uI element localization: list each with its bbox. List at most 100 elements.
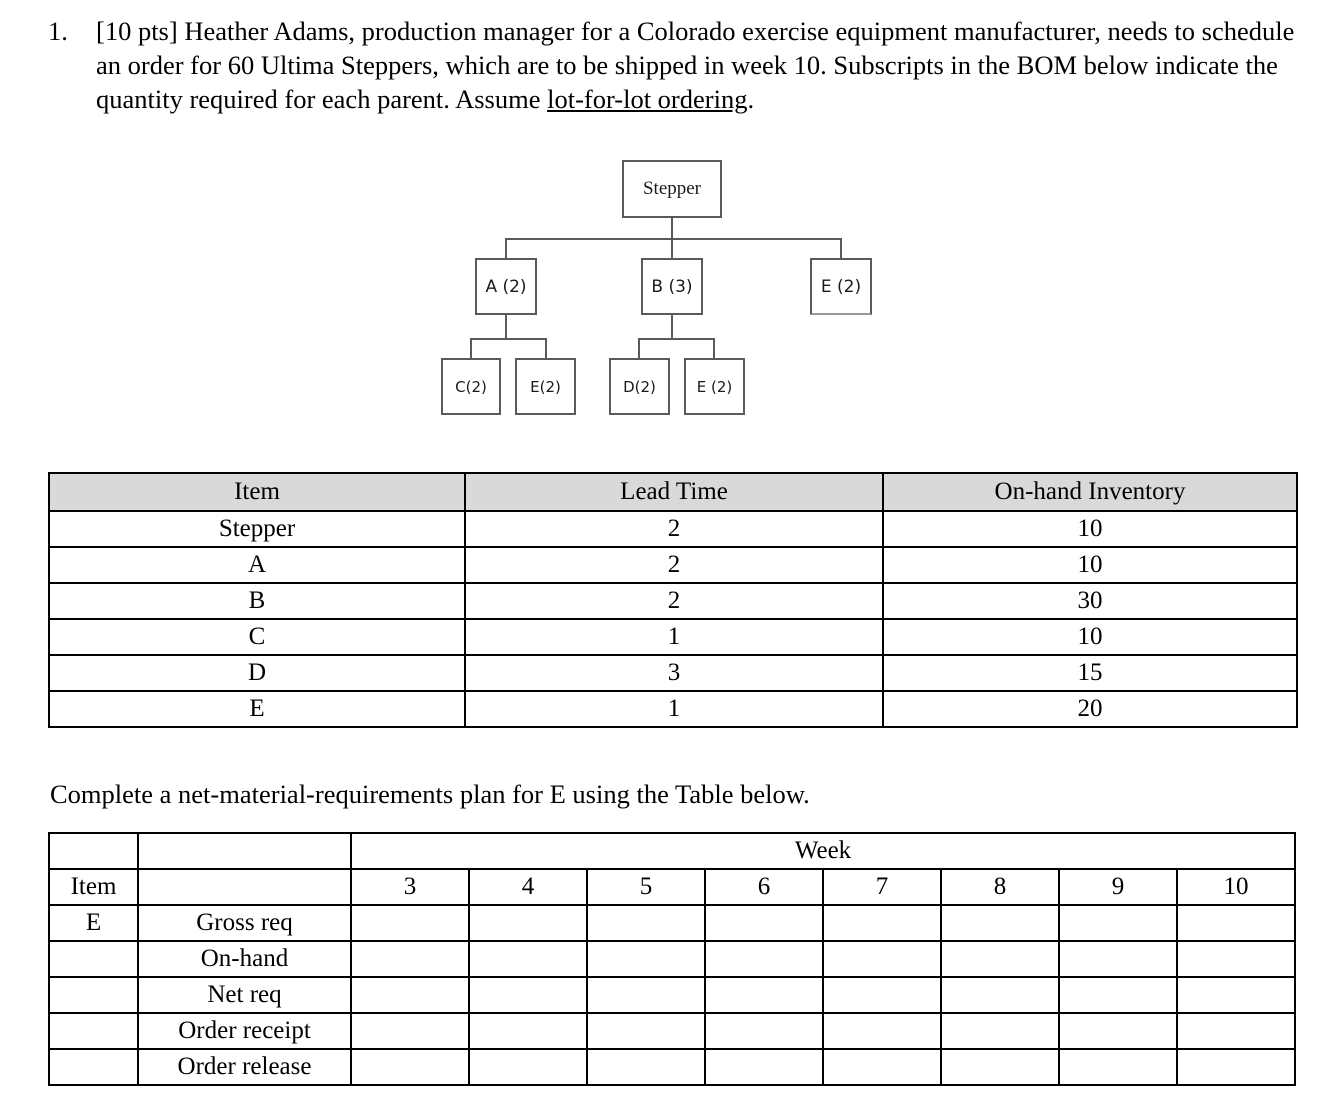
week-header-3: 3 [350,868,470,906]
cell-item: Stepper [48,510,466,548]
edge-drop-e-under-b [713,338,715,358]
cell-gross-req-w6[interactable] [704,904,824,942]
cell-order-release-w3[interactable] [350,1048,470,1086]
edge-drop-b [671,238,673,258]
cell-net-req-w10[interactable] [1175,976,1297,1014]
week-number-header-row: Item 3 4 5 6 7 8 9 10 [48,868,1297,906]
cell-order-receipt-w3[interactable] [350,1012,470,1050]
week-header-8: 8 [940,868,1060,906]
cell-order-receipt-w5[interactable] [586,1012,706,1050]
cell-gross-req-w9[interactable] [1058,904,1178,942]
cell-on-hand-w10[interactable] [1175,940,1297,978]
cell-gross-req-w8[interactable] [940,904,1060,942]
edge-b-stem [671,315,673,338]
question-body-tail: . [747,84,755,114]
cell-order-release-w8[interactable] [940,1048,1060,1086]
table-row: A 2 10 [48,546,1298,584]
bom-node-stepper: Stepper [622,160,722,218]
cell-net-req-w4[interactable] [468,976,588,1014]
cell-gross-req-w3[interactable] [350,904,470,942]
edge-root-stem [671,218,673,238]
edge-drop-d [638,338,640,358]
column-header-on-hand-inventory: On-hand Inventory [882,472,1298,512]
cell-item: B [48,582,466,620]
cell-item-code [48,976,139,1014]
week-header-9: 9 [1058,868,1178,906]
cell-net-req-w5[interactable] [586,976,706,1014]
cell-order-release-w4[interactable] [468,1048,588,1086]
table-row-order-release: Order release [48,1048,1297,1086]
net-material-requirements-table: Week Item 3 4 5 6 7 8 9 10 E Gross req [48,832,1297,1086]
cell-on-hand: 10 [882,618,1298,656]
table-row-order-receipt: Order receipt [48,1012,1297,1050]
bom-node-e-under-a: E(2) [515,358,576,415]
cell-order-release-w9[interactable] [1058,1048,1178,1086]
cell-on-hand-w5[interactable] [586,940,706,978]
cell-on-hand-w7[interactable] [822,940,942,978]
cell-lead-time: 3 [464,654,884,692]
cell-order-receipt-w9[interactable] [1058,1012,1178,1050]
column-header-item: Item [48,472,466,512]
bom-node-label: B (3) [651,276,693,297]
table-row: E 1 20 [48,690,1298,728]
cell-order-receipt-w7[interactable] [822,1012,942,1050]
cell-order-receipt-w6[interactable] [704,1012,824,1050]
cell-gross-req-w10[interactable] [1175,904,1297,942]
cell-row-label: Order receipt [137,1012,352,1050]
cell-on-hand-w8[interactable] [940,940,1060,978]
cell-order-release-w6[interactable] [704,1048,824,1086]
cell-item-code [48,1012,139,1050]
cell-lead-time: 1 [464,690,884,728]
cell-on-hand: 30 [882,582,1298,620]
week-header-7: 7 [822,868,942,906]
cell-on-hand-w6[interactable] [704,940,824,978]
cell-net-req-w7[interactable] [822,976,942,1014]
edge-drop-c [470,338,472,358]
cell-order-release-w5[interactable] [586,1048,706,1086]
cell-order-release-w7[interactable] [822,1048,942,1086]
bom-node-d: D(2) [609,358,670,415]
table-header-row: Item Lead Time On-hand Inventory [48,472,1298,512]
week-header-5: 5 [586,868,706,906]
cell-net-req-w8[interactable] [940,976,1060,1014]
week-header-4: 4 [468,868,588,906]
cell-on-hand: 10 [882,546,1298,584]
cell-on-hand-w4[interactable] [468,940,588,978]
cell-order-receipt-w10[interactable] [1175,1012,1297,1050]
cell-lead-time: 2 [464,510,884,548]
bom-node-e-under-b: E (2) [684,358,745,415]
cell-order-release-w10[interactable] [1175,1048,1297,1086]
bom-node-label: D(2) [623,377,656,396]
cell-net-req-w9[interactable] [1058,976,1178,1014]
cell-net-req-w6[interactable] [704,976,824,1014]
corner-cell-blank [48,832,139,870]
edge-drop-e-under-a [545,338,547,358]
cell-order-receipt-w4[interactable] [468,1012,588,1050]
table-row-gross-req: E Gross req [48,904,1297,942]
question-block: 1. [10 pts] Heather Adams, production ma… [48,14,1296,116]
cell-on-hand-w9[interactable] [1058,940,1178,978]
bom-node-label: E (2) [696,377,733,396]
cell-order-receipt-w8[interactable] [940,1012,1060,1050]
cell-gross-req-w5[interactable] [586,904,706,942]
cell-gross-req-w4[interactable] [468,904,588,942]
cell-row-label: Order release [137,1048,352,1086]
question-body-text: [10 pts] Heather Adams, production manag… [96,16,1295,114]
cell-item-code [48,940,139,978]
week-group-header-row: Week [48,832,1297,870]
week-header-10: 10 [1175,868,1297,906]
cell-item: C [48,618,466,656]
cell-row-label: On-hand [137,940,352,978]
item-lead-time-table: Item Lead Time On-hand Inventory Stepper… [48,472,1298,728]
cell-on-hand-w3[interactable] [350,940,470,978]
table-row-net-req: Net req [48,976,1297,1014]
cell-on-hand: 15 [882,654,1298,692]
cell-lead-time: 2 [464,582,884,620]
bom-node-label: E(2) [530,377,561,396]
edge-level2-bus [505,238,842,240]
cell-net-req-w3[interactable] [350,976,470,1014]
cell-on-hand: 10 [882,510,1298,548]
cell-gross-req-w7[interactable] [822,904,942,942]
bom-node-label: C(2) [455,377,487,396]
bom-tree-diagram: Stepper A (2) B (3) E (2) C(2) E(2) D(2)… [0,0,1334,440]
